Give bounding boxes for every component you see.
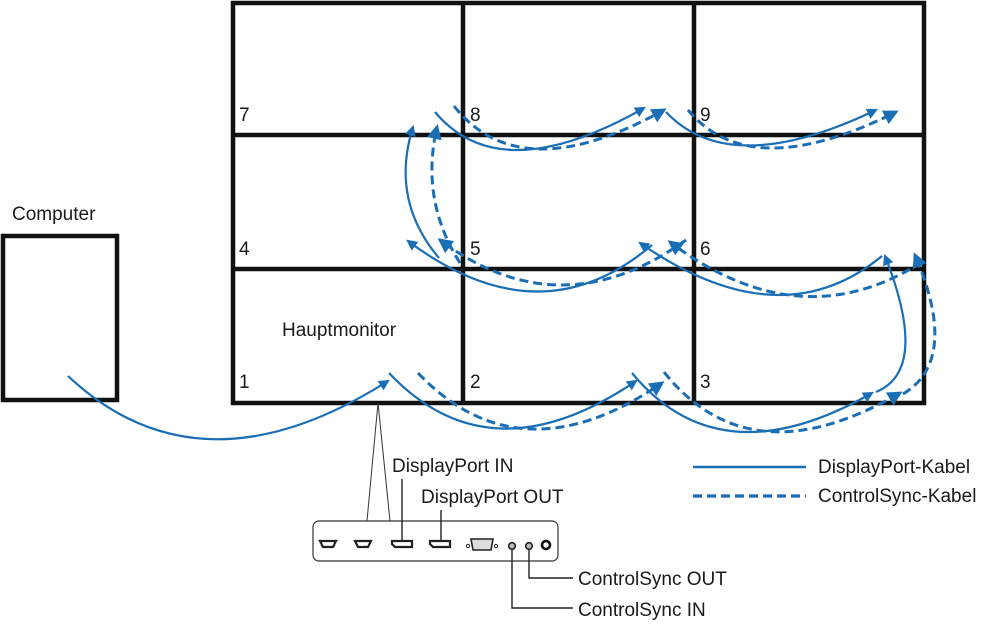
port-panel [312,520,559,562]
controlsync-in-label: ControlSync IN [578,600,706,621]
vga-port-icon [470,538,494,551]
displayport-cable-2-to-3 [631,372,874,434]
controlsync-cable-2-to-3 [662,371,903,434]
displayport-cable-5-to-4 [406,239,653,293]
controlsync-cable-8-to-9 [686,109,899,150]
controlsync-cable-7-to-8 [452,105,667,151]
displayport-in-label: DisplayPort IN [392,456,513,477]
computer-label: Computer [12,204,96,225]
tile-number: 1 [239,372,250,393]
controlsync-cable-3-to-6 [902,252,937,396]
tile-number: 9 [700,105,711,126]
controlsync-cable-4-to-7 [426,124,462,264]
tile-number: 6 [700,239,711,260]
displayport-cable-computer-to-1 [67,375,390,441]
legend-controlsync-label: ControlSync-Kabel [818,486,976,507]
audio-port-icon [540,539,552,551]
displayport-out-label: DisplayPort OUT [421,487,564,508]
displayport-cable-7-to-8 [434,106,646,152]
controlsync-cable-5-to-4 [437,238,687,287]
video-wall-grid [230,0,927,406]
legend-displayport-label: DisplayPort-Kabel [818,457,970,478]
displayport-cable-8-to-9 [665,108,878,147]
hdmi-port-icon [353,539,373,549]
tile-number: 8 [470,105,481,126]
tile-number: 4 [239,239,250,260]
vga-screw-icon [465,543,471,549]
controlsync-cable-1-to-2 [416,371,665,431]
hdmi-port-icon [318,539,338,549]
tile-number: 2 [470,372,481,393]
controlsync-in-leader [511,550,573,609]
wall-outline [230,0,927,406]
displayport-cable-6-to-5 [638,241,883,297]
controlsync-cable-6-to-5 [667,240,923,299]
tile-number: 3 [700,372,711,393]
controlsync-out-port-icon[interactable] [524,541,534,551]
displayport-in-port-icon[interactable] [390,539,414,549]
computer-box [0,233,120,403]
vga-screw-icon [493,543,499,549]
displayport-out-port-icon[interactable] [428,539,452,549]
controlsync-out-label: ControlSync OUT [578,569,727,590]
tile-number: 7 [239,105,250,126]
port-panel-callout [366,402,391,522]
displayport-cable-3-to-6 [875,253,907,394]
main-monitor-label: Hauptmonitor [282,320,397,341]
legend: DisplayPort-Kabel ControlSync-Kabel [693,457,976,507]
tile-number: 5 [470,239,481,260]
displayport-cable-1-to-2 [388,372,638,430]
controlsync-in-port-icon[interactable] [507,541,517,551]
displayport-cable-4-to-7 [404,124,440,259]
controlsync-out-leader [528,550,573,579]
